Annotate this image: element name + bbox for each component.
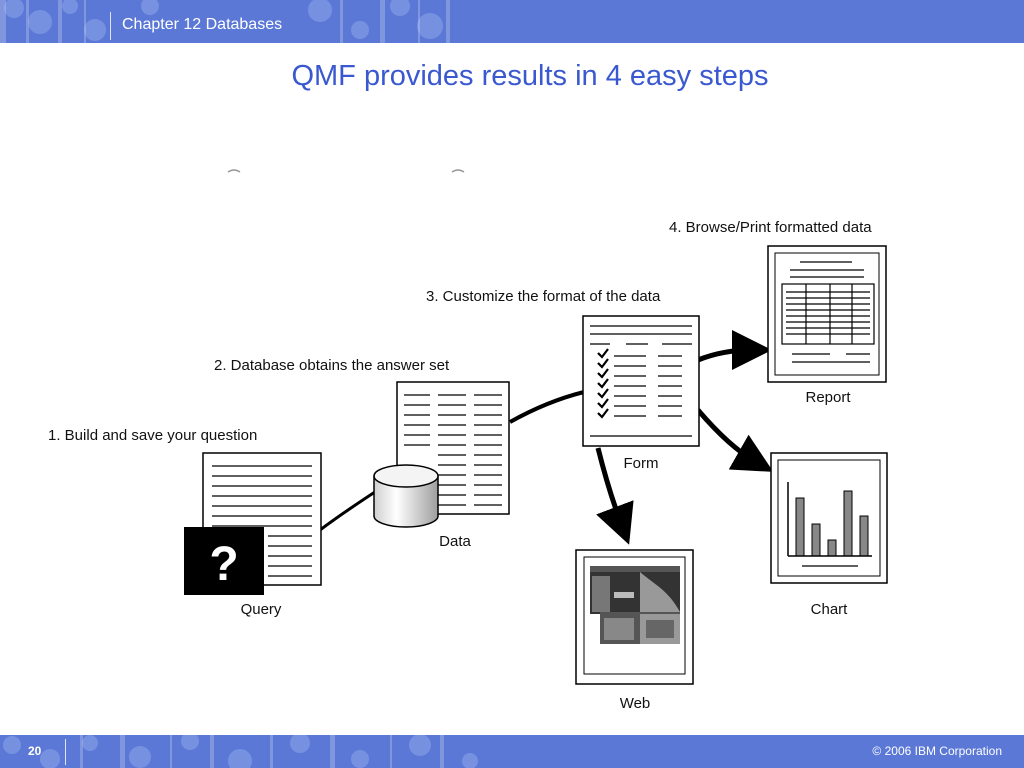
database-cylinder-icon <box>373 464 439 528</box>
copyright-text: © 2006 IBM Corporation <box>872 744 1002 758</box>
header-separator <box>110 12 111 40</box>
form-label: Form <box>624 455 659 472</box>
form-lines <box>590 325 692 437</box>
checkmark-icons <box>597 348 609 419</box>
connector-data-form <box>509 390 585 424</box>
arrow-form-chart <box>696 408 774 472</box>
chapter-title: Chapter 12 Databases <box>122 16 283 33</box>
query-label: Query <box>241 601 282 618</box>
data-table-lines <box>404 394 502 506</box>
step-4-label: 4. Browse/Print formatted data <box>669 219 872 236</box>
chart-label: Chart <box>811 601 849 618</box>
arrow-form-web <box>595 447 634 545</box>
step-2-label: 2. Database obtains the answer set <box>214 357 450 374</box>
faint-mark <box>451 169 465 173</box>
footer-decoration <box>3 735 478 768</box>
report-lines <box>781 261 875 363</box>
data-label: Data <box>439 533 471 550</box>
footer-band <box>0 735 1024 768</box>
slide-title: QMF provides results in 4 easy steps <box>291 60 769 92</box>
web-node: Web <box>575 549 694 712</box>
question-mark-icon <box>184 527 264 595</box>
form-document <box>582 315 700 447</box>
report-label: Report <box>805 389 851 406</box>
chart-bars-icon <box>787 482 872 567</box>
page-number: 20 <box>28 744 42 758</box>
query-lines <box>212 465 312 577</box>
connector-query-data <box>319 488 379 532</box>
report-node: Report <box>767 245 887 406</box>
step-1-label: 1. Build and save your question <box>48 427 257 444</box>
footer-separator <box>65 739 66 765</box>
chart-node: Chart <box>770 452 888 618</box>
web-label: Web <box>620 695 651 712</box>
qmf-diagram: 1. Build and save your question 2. Datab… <box>48 169 888 712</box>
faint-mark <box>227 169 241 173</box>
data-node: Data <box>373 381 510 550</box>
query-node: ? Query <box>184 452 322 618</box>
question-mark-glyph: ? <box>209 538 238 591</box>
header-band: Chapter 12 Databases <box>0 0 1024 43</box>
arrow-form-report <box>697 330 772 371</box>
report-page <box>774 252 880 376</box>
header-decoration <box>0 0 450 43</box>
form-node: Form <box>582 315 700 472</box>
webpage-screenshot-icon <box>590 566 680 644</box>
step-3-label: 3. Customize the format of the data <box>426 288 661 305</box>
